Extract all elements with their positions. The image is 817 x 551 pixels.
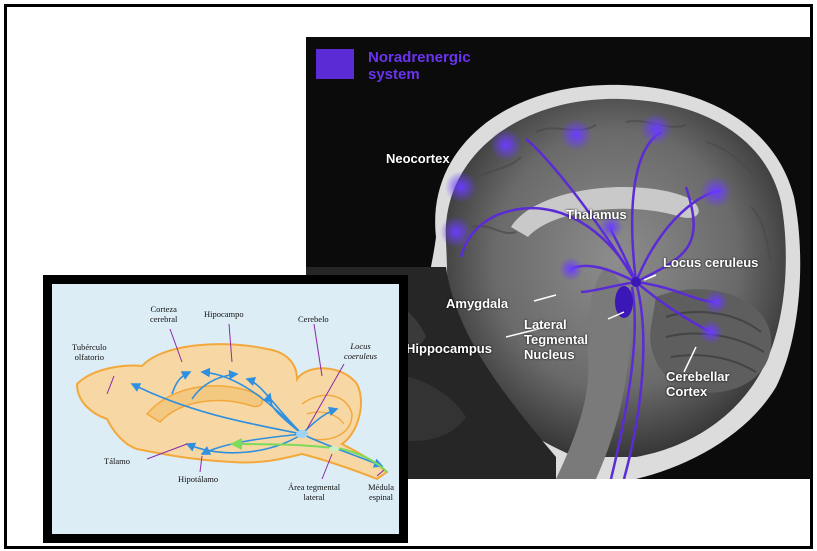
label-cerebellar-cortex: Cerebellar Cortex [666,369,730,399]
rat-label-locus-coeruleus: Locus coeruleus [344,341,377,361]
rat-label-talamo: Tálamo [104,456,130,466]
rat-label-hipocampo: Hipocampo [204,309,244,319]
label-lateral-tegmental-nucleus: Lateral Tegmental Nucleus [524,317,588,362]
label-hippocampus: Hippocampus [406,341,492,356]
legend-title: Noradrenergic system [368,49,471,83]
label-thalamus: Thalamus [566,207,627,222]
rat-label-tuberculo-olfatorio: Tubérculo olfatorio [72,342,107,362]
figure-frame: Noradrenergic system Neocortex Thalamus … [4,4,813,549]
rat-label-medula-espinal: Médula espinal [368,482,394,502]
locus-ceruleus-nucleus [631,277,641,287]
rat-label-corteza-cerebral: Corteza cerebral [150,304,177,324]
rat-label-hipotalamo: Hipotálamo [178,474,218,484]
rat-locus-coeruleus [296,430,308,438]
rat-brain-diagram: Corteza cerebral Hipocampo Cerebelo Locu… [52,284,399,534]
rat-brain-illustration [52,284,399,534]
label-locus-ceruleus: Locus ceruleus [663,255,758,270]
label-neocortex: Neocortex [386,151,450,166]
rat-label-area-tegmental-lateral: Área tegmental lateral [288,482,340,502]
rat-label-cerebelo: Cerebelo [298,314,329,324]
rat-brain-inset: Corteza cerebral Hipocampo Cerebelo Locu… [43,275,408,543]
legend-swatch [316,49,354,79]
label-amygdala: Amygdala [446,296,508,311]
